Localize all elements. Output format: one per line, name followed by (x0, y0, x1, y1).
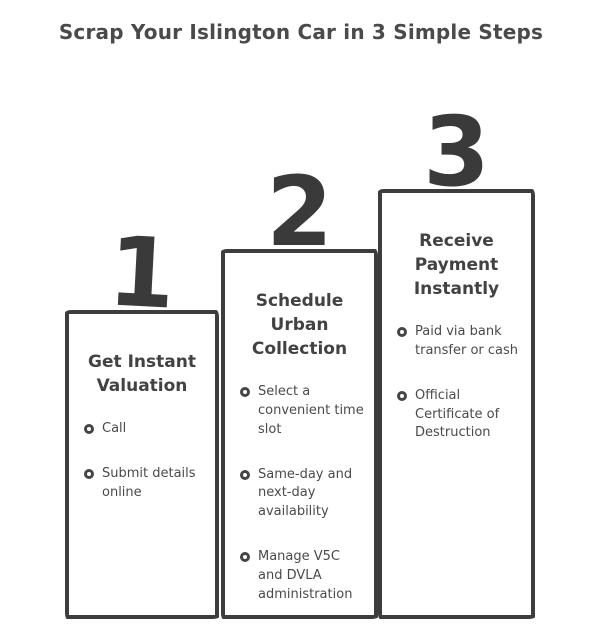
page-title: Scrap Your Islington Car in 3 Simple Ste… (58, 20, 544, 44)
step-2-bullet-list: Select a convenient time slot Same-day a… (225, 383, 374, 605)
step-1-number: 1 (105, 215, 178, 331)
step-1-box: Get Instant Valuation Call Submit detail… (65, 310, 219, 619)
bullet-icon (240, 387, 250, 397)
bullet-icon (84, 468, 94, 479)
list-item: Submit details online (84, 465, 207, 503)
step-3-box: Receive Payment Instantly Paid via bank … (378, 189, 535, 619)
step-2-heading: Schedule Urban Collection (251, 291, 348, 359)
list-item: Call (84, 420, 207, 439)
bullet-text: Call (102, 421, 127, 436)
bullet-icon (397, 390, 407, 401)
list-item: Official Certificate of Destruction (397, 387, 523, 444)
step-2-box: Schedule Urban Collection Select a conve… (221, 249, 378, 619)
bullet-icon (240, 552, 250, 563)
bullet-text: Official Certificate of Destruction (415, 387, 500, 441)
bullet-text: Select a convenient time slot (258, 384, 364, 437)
step-1-bullet-list: Call Submit details online (69, 420, 215, 503)
bullet-icon (240, 469, 250, 480)
list-item: Same-day and next-day availability (240, 466, 366, 523)
bullet-text: Paid via bank transfer or cash (415, 324, 519, 358)
step-2-number: 2 (266, 156, 333, 269)
bullet-text: Manage V5C and DVLA administration (258, 549, 353, 602)
bullet-icon (397, 327, 407, 337)
list-item: Manage V5C and DVLA administration (240, 548, 366, 605)
list-item: Select a convenient time slot (240, 383, 366, 440)
bullet-text: Same-day and next-day availability (258, 466, 353, 520)
step-3-bullet-list: Paid via bank transfer or cash Official … (382, 323, 531, 443)
step-1-heading: Get Instant Valuation (88, 352, 196, 396)
step-3-number: 3 (423, 96, 490, 209)
list-item: Paid via bank transfer or cash (397, 323, 523, 361)
step-3-heading: Receive Payment Instantly (413, 231, 500, 299)
bullet-text: Submit details online (102, 465, 196, 500)
bullet-icon (84, 424, 94, 434)
